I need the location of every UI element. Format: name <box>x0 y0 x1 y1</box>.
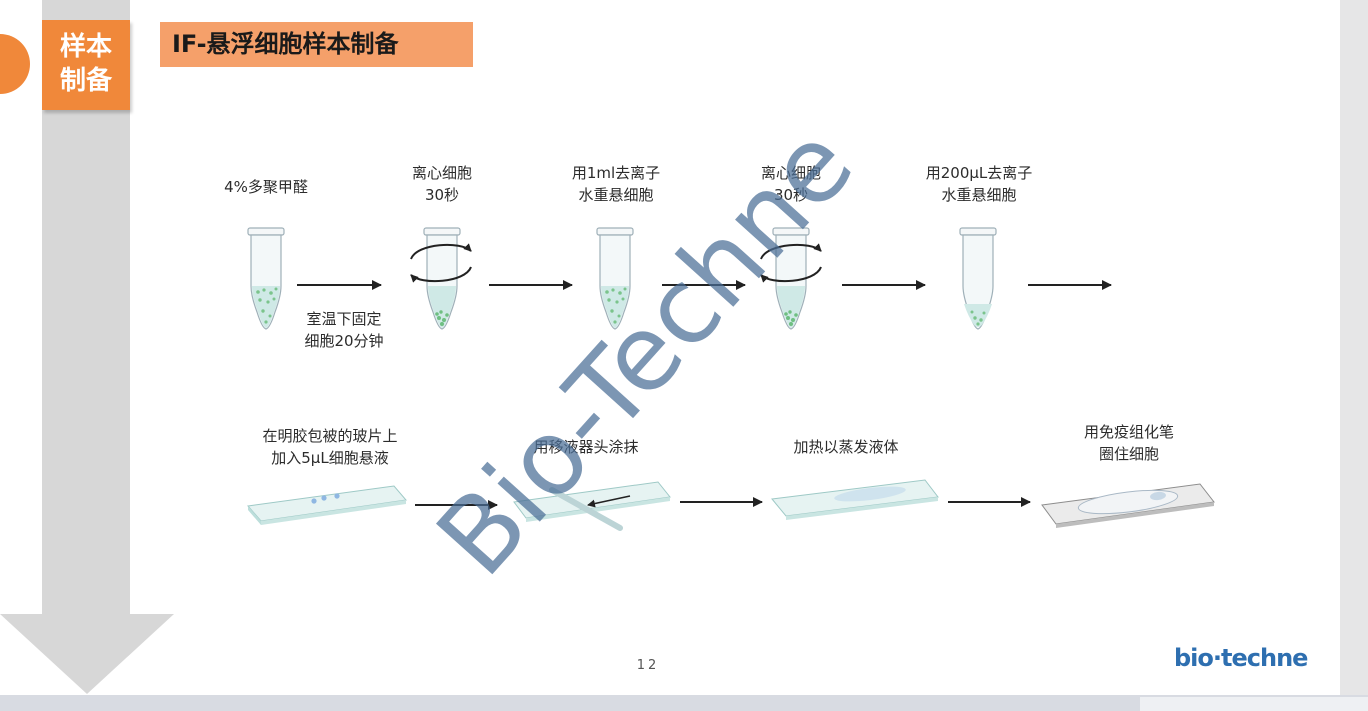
label-fixation-line2: 细胞20分钟 <box>304 332 384 350</box>
label-centrifuge-1: 离心细胞 30秒 <box>382 162 502 206</box>
label-pap-pen: 用免疫组化笔 圈住细胞 <box>1062 421 1196 465</box>
label-add-suspension-line1: 在明胶包被的玻片上 <box>262 427 398 445</box>
bottom-strip-overlay <box>1140 697 1368 711</box>
label-pap-pen-line2: 圈住细胞 <box>1098 445 1159 463</box>
tube-resuspend-1ml <box>596 227 634 330</box>
bottom-strip <box>0 695 1368 711</box>
section-label-line2: 制备 <box>59 66 112 96</box>
label-resuspend-200ul-line2: 水重悬细胞 <box>941 186 1017 204</box>
section-label-line1: 样本 <box>59 32 112 62</box>
tube-fixation <box>247 227 285 330</box>
label-pfa: 4%多聚甲醛 <box>224 178 308 196</box>
label-resuspend-1ml-line1: 用1ml去离子 <box>571 164 661 182</box>
label-heat: 加热以蒸发液体 <box>793 438 899 456</box>
slide-title: IF-悬浮细胞样本制备 <box>160 22 473 67</box>
window-edge <box>1340 0 1368 711</box>
brand-logo: bio·techne <box>1174 644 1308 672</box>
label-resuspend-200ul: 用200μL去离子 水重悬细胞 <box>900 162 1058 206</box>
label-centrifuge-2: 离心细胞 30秒 <box>731 162 851 206</box>
label-add-suspension-line2: 加入5μL细胞悬液 <box>271 449 389 467</box>
label-resuspend-1ml: 用1ml去离子 水重悬细胞 <box>548 162 684 206</box>
label-centrifuge-2-line1: 离心细胞 <box>760 164 821 182</box>
slide-smearing <box>513 481 671 531</box>
label-smear: 用移液器头涂抹 <box>533 438 639 456</box>
slide: 样本 制备 IF-悬浮细胞样本制备 <box>0 0 1340 695</box>
label-fixation: 室温下固定 细胞20分钟 <box>284 308 404 352</box>
label-centrifuge-1-line2: 30秒 <box>424 186 460 204</box>
label-centrifuge-2-line2: 30秒 <box>773 186 809 204</box>
section-tab: 样本 制备 <box>42 20 130 110</box>
slide-with-drops <box>247 485 407 525</box>
slide-pap-pen-circle <box>1041 483 1215 528</box>
slide-heating <box>771 479 939 520</box>
label-resuspend-200ul-line1: 用200μL去离子 <box>925 164 1033 182</box>
label-fixation-line1: 室温下固定 <box>306 310 382 328</box>
procedure-diagram <box>247 227 1215 531</box>
label-resuspend-1ml-line2: 水重悬细胞 <box>578 186 654 204</box>
label-centrifuge-1-line1: 离心细胞 <box>411 164 472 182</box>
tube-resuspend-200ul <box>959 227 997 330</box>
progress-arrow-head <box>0 614 174 694</box>
label-add-suspension: 在明胶包被的玻片上 加入5μL细胞悬液 <box>240 425 420 469</box>
page-number: 12 <box>636 658 660 673</box>
label-pap-pen-line1: 用免疫组化笔 <box>1083 423 1174 441</box>
